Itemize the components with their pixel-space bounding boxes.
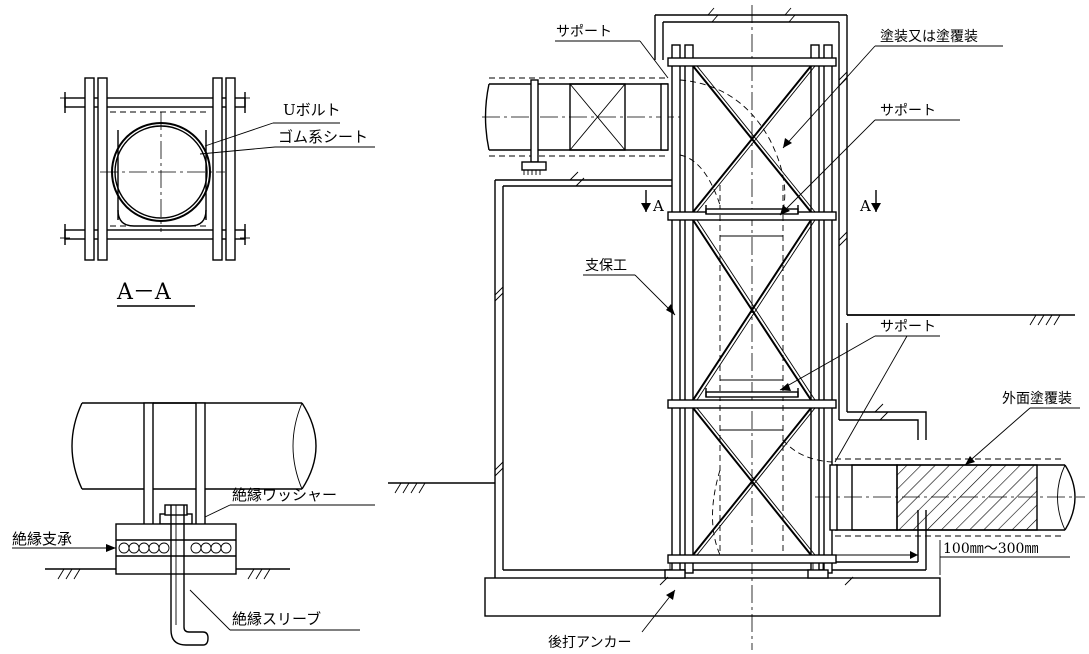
support-top-label: サポート	[556, 24, 612, 40]
outer-coating-hatch	[896, 464, 1038, 531]
foundation-slab	[484, 577, 941, 617]
shoring-label: 支保工	[585, 258, 627, 274]
insulating-washer-label: 絶縁ワッシャー	[232, 486, 337, 504]
clearance-dimension: 100㎜～300㎜	[943, 541, 1038, 557]
post-anchor-label: 後打アンカー	[548, 634, 631, 651]
section-mark-left: A	[652, 197, 664, 215]
insulation-pad	[118, 542, 232, 554]
insulating-sleeve-label: 絶縁スリーブ	[232, 610, 321, 628]
coating-label: 塗装又は塗覆装	[880, 28, 978, 45]
section-aa-title: A－A	[116, 280, 172, 305]
support-lower-label: サポート	[880, 319, 936, 335]
u-bolt-label: Uボルト	[283, 101, 341, 119]
section-mark-right: A	[859, 197, 871, 215]
support-mid-label: サポート	[880, 103, 936, 119]
insulation-detail	[45, 402, 317, 646]
rubber-sheet-label: ゴム系シート	[278, 128, 368, 146]
insulating-bearing-label: 絶縁支承	[12, 530, 72, 548]
section-aa-view	[60, 77, 250, 261]
outer-coating-label: 外面塗覆装	[1002, 390, 1072, 407]
main-elevation	[388, 5, 1085, 650]
